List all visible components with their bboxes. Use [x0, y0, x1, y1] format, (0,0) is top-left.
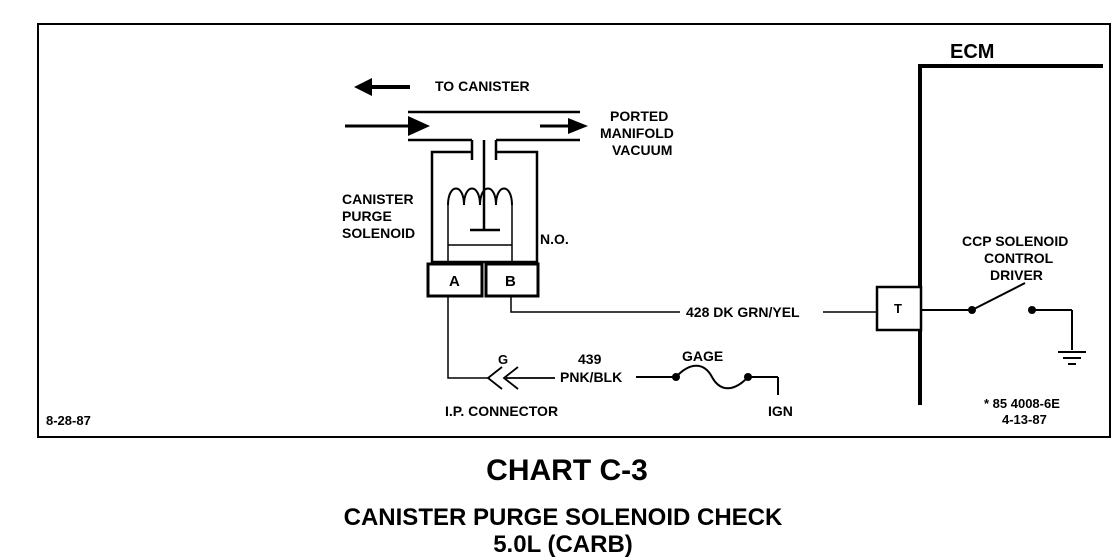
ref-code-1: * 85 4008-6E [984, 396, 1060, 411]
ecm-terminal-box [875, 285, 923, 332]
date-label: 8-28-87 [46, 413, 91, 428]
chart-subtitle: CANISTER PURGE SOLENOID CHECK [344, 504, 783, 531]
solenoid-label-3: SOLENOID [342, 225, 415, 241]
solenoid-label-2: PURGE [342, 208, 392, 224]
wire-428-label: 428 DK GRN/YEL [686, 304, 800, 320]
ecm-label: ECM [950, 41, 994, 63]
driver-label-2: CONTROL [984, 250, 1054, 266]
connector-pin-label: G [498, 352, 508, 367]
vacuum-tube [408, 110, 580, 160]
to-canister-arrow-icon [354, 78, 410, 96]
switch-contact-1 [968, 306, 976, 314]
engine-label: 5.0L (CARB) [493, 531, 633, 558]
outlet-arrow-icon [540, 118, 588, 134]
pin-a-box [426, 262, 484, 298]
solenoid-label-1: CANISTER [342, 191, 414, 207]
manifold-label: MANIFOLD [600, 125, 674, 141]
ip-connector-label: I.P. CONNECTOR [445, 403, 558, 419]
pin-a-label: A [449, 273, 460, 290]
gage-label: GAGE [682, 348, 723, 364]
gage-fuse [636, 364, 779, 395]
to-canister-label: TO CANISTER [435, 78, 530, 94]
normally-open-label: N.O. [540, 231, 569, 247]
ccp-driver-switch [921, 282, 1086, 365]
ported-label: PORTED [610, 108, 668, 124]
canister-purge-solenoid [430, 140, 539, 264]
chart-title: CHART C-3 [486, 454, 648, 487]
wire-a-to-connector [447, 296, 490, 379]
fuse-terminal-2 [744, 373, 752, 381]
ip-connector-icon [486, 366, 555, 390]
fuse-terminal-1 [672, 373, 680, 381]
driver-label-1: CCP SOLENOID [962, 233, 1068, 249]
pin-b-label: B [505, 273, 516, 290]
driver-label-3: DRIVER [990, 267, 1043, 283]
diagram-frame [37, 23, 1111, 438]
ign-label: IGN [768, 403, 793, 419]
switch-contact-2 [1028, 306, 1036, 314]
vacuum-label: VACUUM [612, 142, 672, 158]
ref-code-2: 4-13-87 [1002, 412, 1047, 427]
wire-428 [510, 296, 877, 313]
ecm-terminal-label: T [894, 301, 902, 316]
wire-439-number: 439 [578, 351, 602, 367]
pin-b-box [484, 262, 540, 298]
inlet-arrow-icon [345, 116, 430, 136]
wire-439-color: PNK/BLK [560, 369, 622, 385]
